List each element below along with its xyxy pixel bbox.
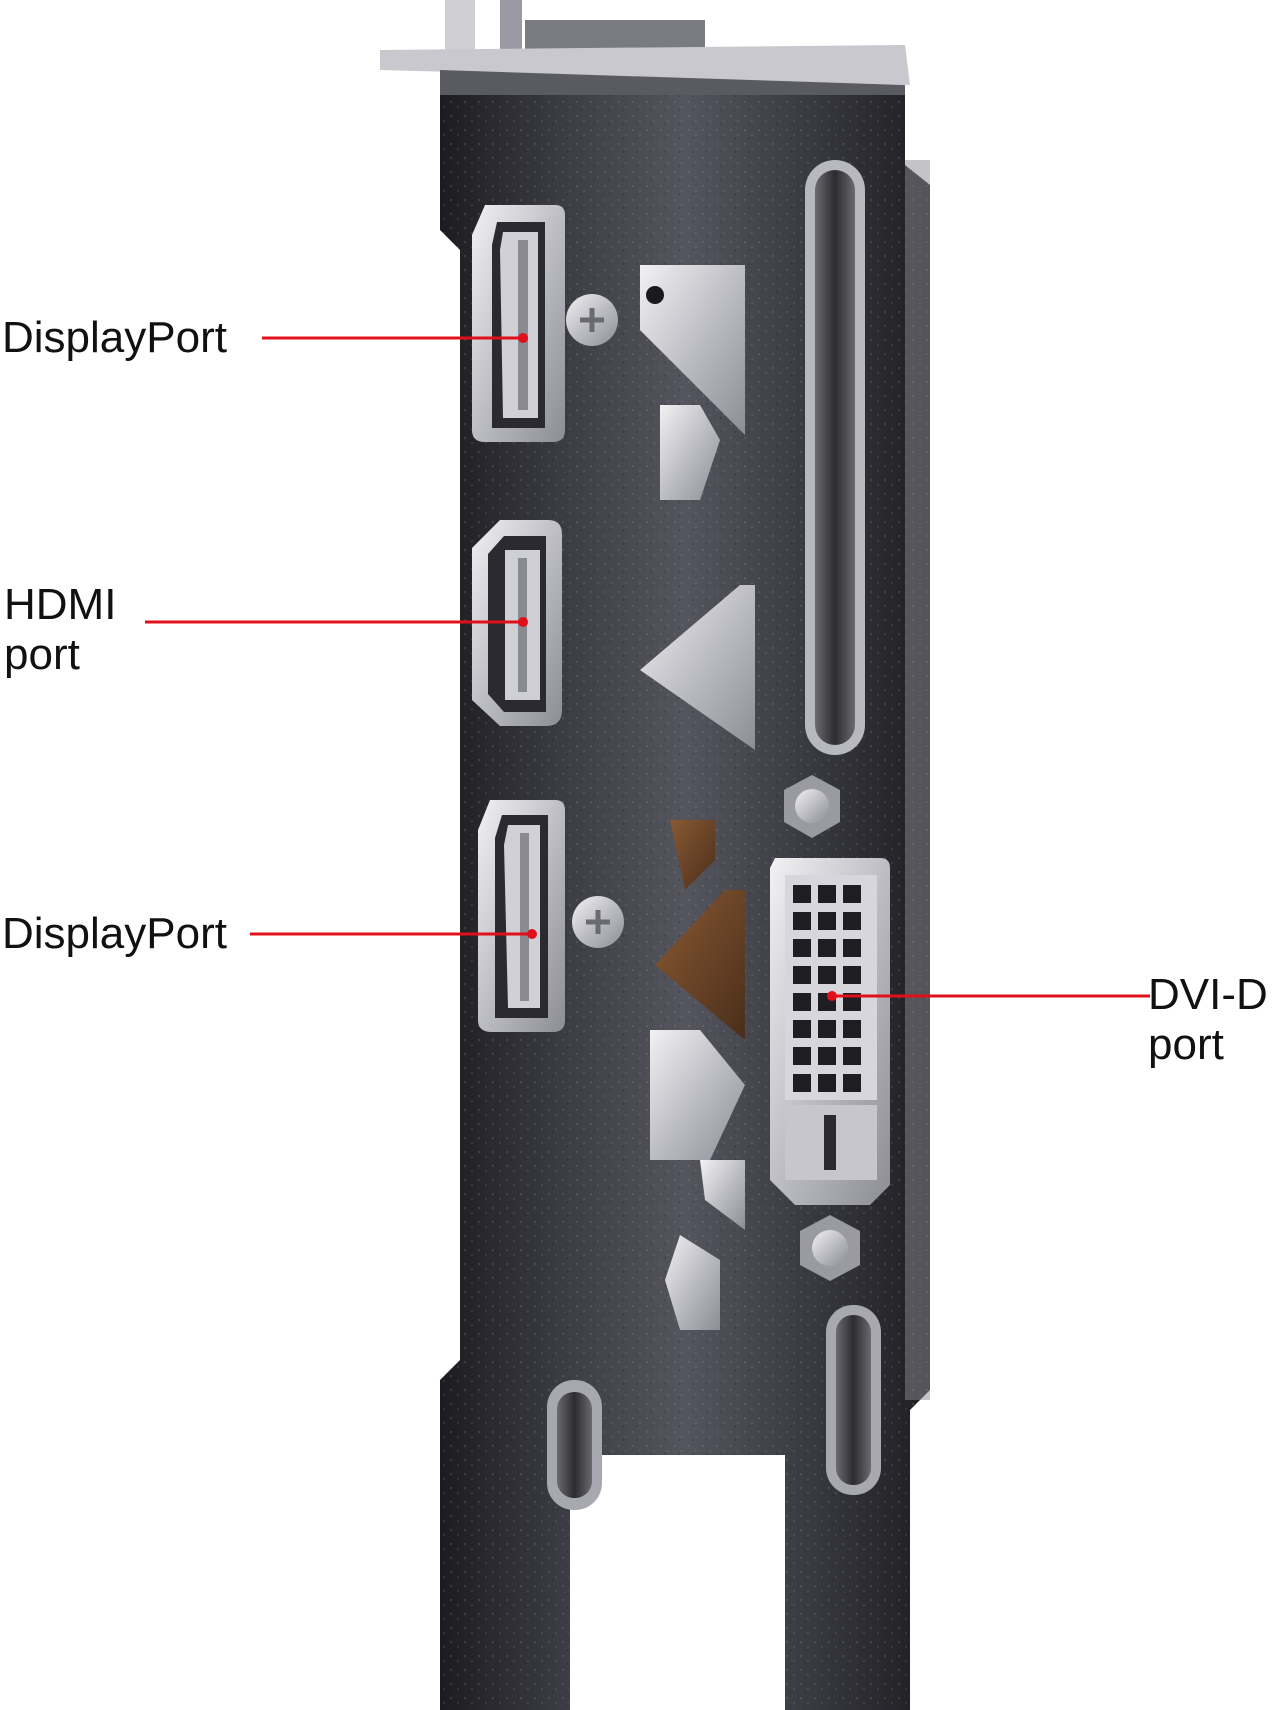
label-dvi-line2: port	[1148, 1020, 1224, 1069]
label-displayport-bottom-text: DisplayPort	[2, 909, 227, 958]
label-hdmi-line2: port	[4, 630, 80, 679]
displayport-bottom-connector	[478, 800, 565, 1032]
dvi-pin-grid	[793, 885, 861, 1092]
pointer-displayport-bottom	[250, 929, 537, 939]
bracket-top-flange	[380, 0, 910, 100]
standoff-icon	[800, 1215, 860, 1281]
label-hdmi: HDMI port	[4, 580, 116, 680]
pointer-displayport-top	[262, 333, 528, 343]
label-displayport-top: DisplayPort	[2, 313, 227, 363]
screw-icon	[572, 896, 624, 948]
screw-icon	[566, 294, 618, 346]
lower-vent-slot	[826, 1305, 881, 1495]
label-dvi-line1: DVI-D	[1148, 970, 1268, 1019]
label-displayport-bottom: DisplayPort	[2, 909, 227, 959]
label-dvi-d: DVI-D port	[1148, 970, 1268, 1070]
mounting-hole-left	[547, 1380, 602, 1510]
label-hdmi-line1: HDMI	[4, 580, 117, 629]
pointer-dvi-d	[827, 991, 1150, 1001]
standoff-icon	[784, 775, 840, 838]
vent-slot-long	[805, 160, 865, 755]
label-displayport-top-text: DisplayPort	[2, 313, 227, 362]
dvi-d-connector	[770, 858, 890, 1205]
displayport-top-connector	[472, 205, 565, 442]
pointer-hdmi	[145, 617, 528, 627]
vent-cutouts	[640, 265, 755, 1330]
